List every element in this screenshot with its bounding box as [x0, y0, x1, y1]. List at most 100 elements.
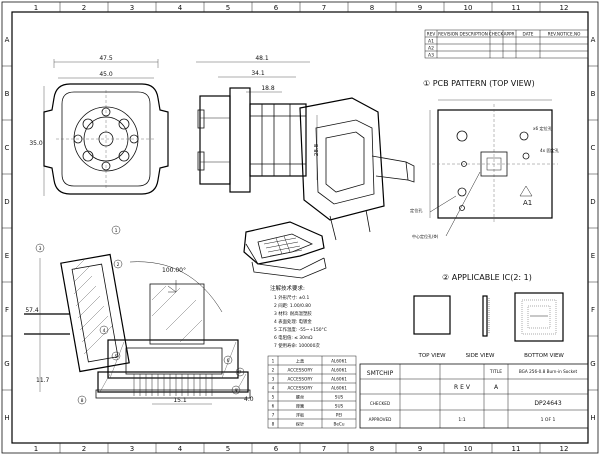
note-item: 7 使用寿命: 100000次: [274, 342, 320, 349]
front-view: 47.5 45.0 35.0: [29, 55, 169, 196]
col-num: 2: [82, 4, 86, 12]
col-num: 9: [418, 445, 422, 453]
bom-name: ACCESSORY: [287, 386, 313, 391]
col-num: 3: [130, 4, 134, 12]
rev-header: REV: [427, 32, 436, 37]
row-letter: A: [5, 36, 10, 44]
balloon: 5: [115, 354, 118, 360]
bom-mat: AL6061: [331, 386, 347, 391]
bom-no: 3: [272, 377, 275, 382]
rev-value: A: [494, 384, 499, 391]
pcb-label: x6 定位孔: [533, 125, 553, 132]
bom-name: 弹簧: [296, 403, 304, 410]
scale: 1:1: [458, 417, 465, 423]
drawing-title: BGA 256-0.8 Burn-in Socket: [519, 369, 578, 374]
side-dim-2: 34.1: [251, 70, 265, 77]
note-item: 3 材料: 耐高温塑胶: [274, 310, 312, 317]
bom-mat: PEI: [336, 413, 342, 418]
bom-mat: AL6061: [331, 368, 347, 373]
balloon: 8: [81, 398, 84, 404]
bom-mat: AL6061: [331, 377, 347, 382]
bom-no: 8: [272, 422, 275, 427]
balloon: 3: [39, 246, 42, 252]
section-dim-4: 4.0: [244, 396, 254, 403]
col-num: 5: [226, 445, 230, 453]
col-num: 6: [274, 445, 279, 453]
side-dim-1: 48.1: [255, 55, 269, 62]
title-label: TITLE: [489, 369, 502, 375]
col-num: 10: [464, 4, 473, 12]
bom-no: 1: [272, 359, 275, 364]
approved-label: APPROVED: [369, 417, 392, 422]
row-letters-right: A B C D E F G H: [590, 36, 595, 422]
bom-name: 螺丝: [296, 394, 304, 401]
section-angle: 100.00°: [162, 267, 186, 274]
checked-label: CHECKED: [370, 401, 390, 406]
col-num: 7: [322, 445, 326, 453]
rev-row: A2: [428, 46, 434, 52]
row-letter: B: [5, 90, 10, 98]
row-letters-left: A B C D E F G H: [4, 36, 9, 422]
side-dim-3: 18.8: [261, 85, 275, 92]
col-num: 4: [178, 4, 183, 12]
col-num: 10: [464, 445, 473, 453]
row-letter: D: [4, 198, 9, 206]
section-dim-1: 57.4: [25, 307, 39, 314]
row-grid: [2, 65, 598, 391]
pcb-pattern: A1 x6 定位孔 4x 固定孔 定位孔 中心定位孔(Φ): [410, 99, 560, 239]
rev-header: REVISION DESCRIPTION: [438, 32, 488, 37]
col-num: 2: [82, 445, 86, 453]
ic-view-label: TOP VIEW: [417, 353, 446, 359]
balloon: 9: [235, 388, 238, 394]
balloon: 2: [117, 262, 120, 268]
col-num: 8: [370, 4, 374, 12]
section-dim-2: 11.7: [36, 377, 50, 384]
bom-table: 1 上盖 AL6061 2 ACCESSORY AL6061 3 ACCESSO…: [267, 355, 357, 429]
pcb-title: ① PCB PATTERN (TOP VIEW): [423, 79, 535, 88]
ic-views: TOP VIEW SIDE VIEW BOTTOM VIEW: [413, 292, 564, 359]
rev-row: A1: [428, 39, 434, 45]
col-num: 12: [560, 445, 569, 453]
balloon: 7: [239, 370, 242, 376]
row-letter: A: [591, 36, 596, 44]
rev-header: CHECK: [489, 32, 504, 37]
col-num: 6: [274, 4, 279, 12]
bom-name: 探针: [296, 421, 304, 428]
bom-mat: BeCu: [333, 422, 344, 427]
row-letter: E: [591, 252, 595, 260]
dim-width-1: 47.5: [99, 55, 113, 62]
section-dim-3: 15.1: [173, 397, 187, 404]
title-block: SMTCHIP TITLE BGA 256-0.8 Burn-in Socket…: [359, 363, 589, 429]
note-item: 5 工作温度: -55~+150°C: [274, 326, 327, 333]
col-num: 8: [370, 445, 374, 453]
dim-width-2: 45.0: [99, 71, 113, 78]
notes-title: 注解技术要求:: [270, 284, 305, 292]
section-view: 100.00° 57.: [24, 225, 254, 405]
balloon: 1: [115, 228, 118, 234]
note-item: 2 间距: 1.00/0.80: [274, 302, 311, 309]
note-item: 4 表面处理: 电镀金: [274, 318, 312, 325]
row-letter: E: [5, 252, 9, 260]
revision-table: REV REVISION DESCRIPTION CHECK APPR DATE…: [424, 29, 589, 59]
notes: 注解技术要求: 1 外形尺寸: ±0.1 2 间距: 1.00/0.80 3 材…: [270, 284, 327, 349]
col-num: 1: [34, 445, 38, 453]
col-num: 1: [34, 4, 38, 12]
column-numbers-top: 1 2 3 4 5 6 7 8 9 10 11 12: [34, 4, 569, 12]
row-letter: G: [590, 360, 595, 368]
col-num: 11: [512, 445, 521, 453]
rev-row: A3: [428, 53, 434, 59]
col-num: 7: [322, 4, 326, 12]
bom-name: ACCESSORY: [287, 368, 313, 373]
bom-no: 7: [272, 413, 275, 418]
balloon: 6: [227, 358, 230, 364]
bom-name: ACCESSORY: [287, 377, 313, 382]
row-letter: F: [591, 306, 595, 314]
isometric-view: [243, 97, 415, 279]
rev-header: APPR: [504, 32, 515, 37]
row-letter: G: [4, 360, 9, 368]
balloon: 4: [103, 328, 106, 334]
rev-header: DATE: [523, 32, 534, 37]
row-letter: C: [5, 144, 10, 152]
sheet-number: 1 OF 1: [541, 417, 556, 423]
row-letter: B: [591, 90, 596, 98]
